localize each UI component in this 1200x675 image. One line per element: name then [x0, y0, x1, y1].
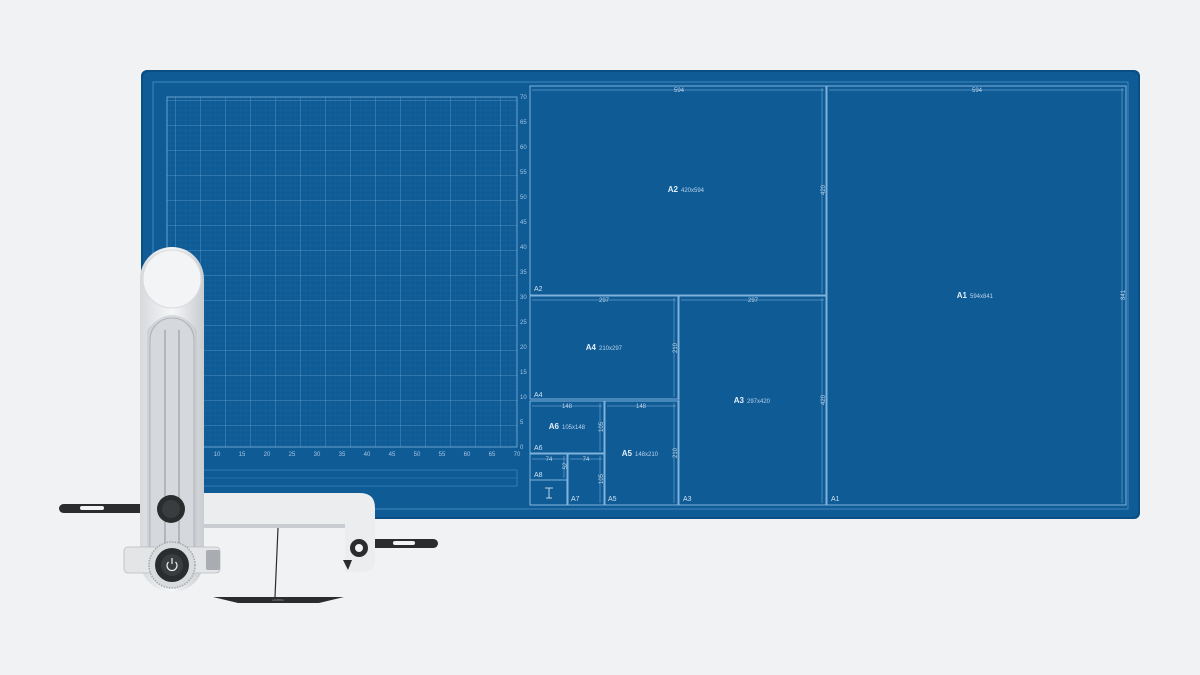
a6-corner-label: A6 — [534, 445, 543, 452]
a4-top-dimension: 297 — [599, 298, 610, 304]
grid-x-tick-label: 65 — [489, 452, 496, 458]
lamp-base — [213, 597, 344, 603]
a1-corner-label: A1 — [831, 496, 840, 503]
a6-outline — [529, 400, 605, 454]
a7-outline — [567, 453, 605, 506]
a7-corner-label: A7 — [571, 496, 580, 503]
a6-side-dimension: 105 — [599, 421, 605, 432]
a3-center-name: A3 — [734, 396, 745, 405]
a8-outline — [529, 479, 568, 506]
grid-x-tick-label: 30 — [314, 452, 321, 458]
paper-size-outlines — [529, 85, 1127, 506]
grid-x-tick-label: 15 — [239, 452, 246, 458]
a5-top-dimension: 148 — [636, 404, 647, 410]
a3-corner-label: A3 — [683, 496, 692, 503]
grid-y-tick-label: 5 — [520, 420, 524, 426]
grid-y-tick-label: 40 — [520, 245, 527, 251]
grid-y-tick-label: 70 — [520, 95, 527, 101]
measurement-grid — [166, 96, 518, 487]
grid-y-tick-label: 30 — [520, 295, 527, 301]
grid-y-tick-label: 10 — [520, 395, 527, 401]
a4-center-size: 210x297 — [599, 346, 623, 352]
grid-x-tick-label: 45 — [389, 452, 396, 458]
grid-y-tick-label: 45 — [520, 220, 527, 226]
grid-y-tick-label: 15 — [520, 370, 527, 376]
a8-corner-label: A8 — [534, 472, 543, 479]
a3-outline — [678, 295, 827, 506]
grid-x-tick-label: 10 — [214, 452, 221, 458]
a5-center-size: 148x210 — [635, 452, 659, 458]
a4-outline — [529, 295, 679, 400]
a3-center-size: 297x420 — [747, 399, 771, 405]
a1-center-size: 594x841 — [970, 294, 994, 300]
a3-top-dimension: 297 — [748, 298, 759, 304]
grid-x-tick-label: 70 — [514, 452, 521, 458]
a5-center-name: A5 — [622, 449, 633, 458]
a5-outline — [604, 400, 679, 506]
grid-y-tick-label: 55 — [520, 170, 527, 176]
a6-center-name: A6 — [549, 422, 560, 431]
grid-x-tick-label: 50 — [414, 452, 421, 458]
a2-top-dimension: 594 — [674, 88, 685, 94]
a8-top-dimension: 74 — [546, 457, 553, 463]
a4-center-name: A4 — [586, 343, 597, 352]
a7-side-dimension: 105 — [599, 473, 605, 484]
knob-icon[interactable] — [206, 550, 220, 570]
a2-side-dimension: 420 — [821, 184, 827, 195]
grid-x-tick-label: 20 — [264, 452, 271, 458]
a1-center-name: A1 — [957, 291, 968, 300]
lamp-stem — [274, 527, 279, 598]
a8-side-dimension: 52 — [563, 462, 569, 469]
a6-top-dimension: 148 — [562, 404, 573, 410]
grid-x-tick-label: 25 — [289, 452, 296, 458]
a2-center-size: 420x594 — [681, 188, 705, 194]
a2-center-name: A2 — [668, 185, 679, 194]
grid-y-tick-label: 0 — [520, 445, 524, 451]
a4-corner-label: A4 — [534, 392, 543, 399]
a6-center-size: 105x148 — [562, 425, 586, 431]
a5-corner-label: A5 — [608, 496, 617, 503]
grid-x-axis-labels: 10 15 20 25 30 35 40 45 50 55 60 65 70 — [214, 452, 521, 458]
a3-side-dimension: 420 — [821, 394, 827, 405]
lamp-head — [195, 493, 375, 572]
desk-lamp: LAMBDA — [59, 247, 438, 603]
a1-outline — [826, 85, 1127, 506]
grid-y-tick-label: 60 — [520, 145, 527, 151]
grid-x-tick-label: 35 — [339, 452, 346, 458]
a4-side-dimension: 210 — [673, 342, 679, 353]
dimension-lines — [532, 88, 1124, 503]
a1-side-dimension: 841 — [1121, 289, 1127, 300]
grid-x-tick-label: 40 — [364, 452, 371, 458]
grid-y-tick-label: 25 — [520, 320, 527, 326]
a5-side-dimension: 210 — [673, 447, 679, 458]
lamp-glyph-icon — [545, 487, 553, 499]
lamp-base-text: LAMBDA — [272, 598, 284, 602]
grid-y-tick-label: 20 — [520, 345, 527, 351]
grid-x-tick-label: 55 — [439, 452, 446, 458]
a2-corner-label: A2 — [534, 286, 543, 293]
a1-top-dimension: 594 — [972, 88, 983, 94]
power-icon — [166, 558, 178, 572]
a7-top-dimension: 74 — [583, 457, 590, 463]
grid-y-tick-label: 50 — [520, 195, 527, 201]
a2-outline — [529, 85, 827, 296]
grid-y-tick-label: 65 — [520, 120, 527, 126]
grid-x-tick-label: 60 — [464, 452, 471, 458]
grid-y-tick-label: 35 — [520, 270, 527, 276]
